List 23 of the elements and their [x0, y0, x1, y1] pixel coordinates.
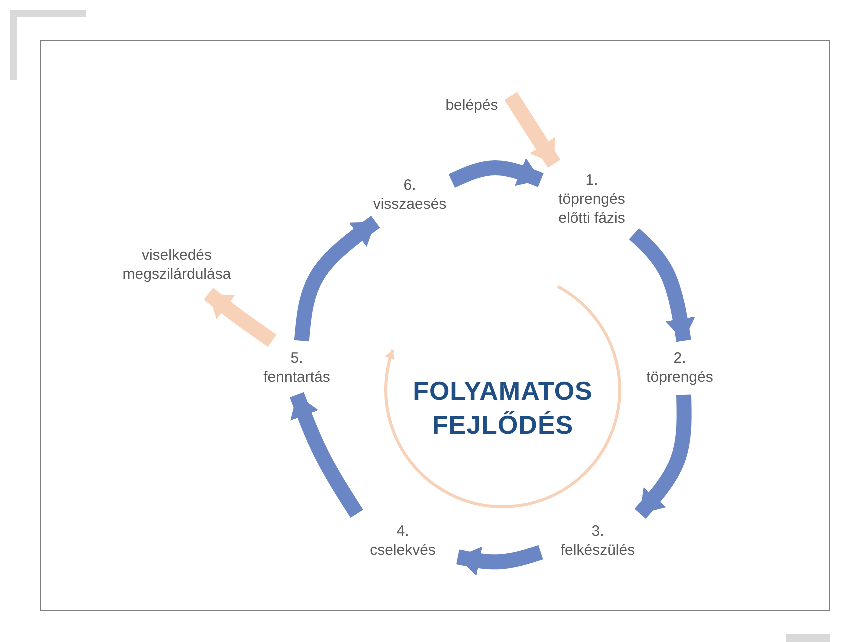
stage-number: 4.: [396, 522, 410, 541]
center-title: FOLYAMATOS FEJLŐDÉS: [412, 375, 594, 442]
arrow: [204, 288, 277, 348]
stage-number: 3.: [592, 522, 604, 541]
arrow: [448, 158, 544, 188]
arrow: [504, 92, 561, 168]
stage-label: cselekvés: [370, 541, 436, 560]
arrow: [290, 392, 364, 518]
stage-label: fenntartás: [264, 368, 330, 387]
stage-label: belépés: [446, 96, 498, 114]
arrow: [456, 545, 544, 576]
stage-number: 6.: [404, 176, 416, 195]
stage-label: felkészülés: [560, 541, 636, 560]
stage-label: töprengés előtti fázis: [558, 190, 626, 228]
stage-number: 2.: [674, 349, 686, 368]
arrow: [294, 216, 380, 342]
stage-number: 5.: [290, 349, 304, 368]
stage-label: viselkedés megszilárdulása: [122, 246, 232, 284]
stage-label: visszaesés: [373, 195, 447, 214]
arrow: [634, 394, 692, 519]
stage-label: töprengés: [646, 368, 714, 387]
arrow: [629, 228, 696, 342]
stage-number: 1.: [586, 170, 598, 190]
